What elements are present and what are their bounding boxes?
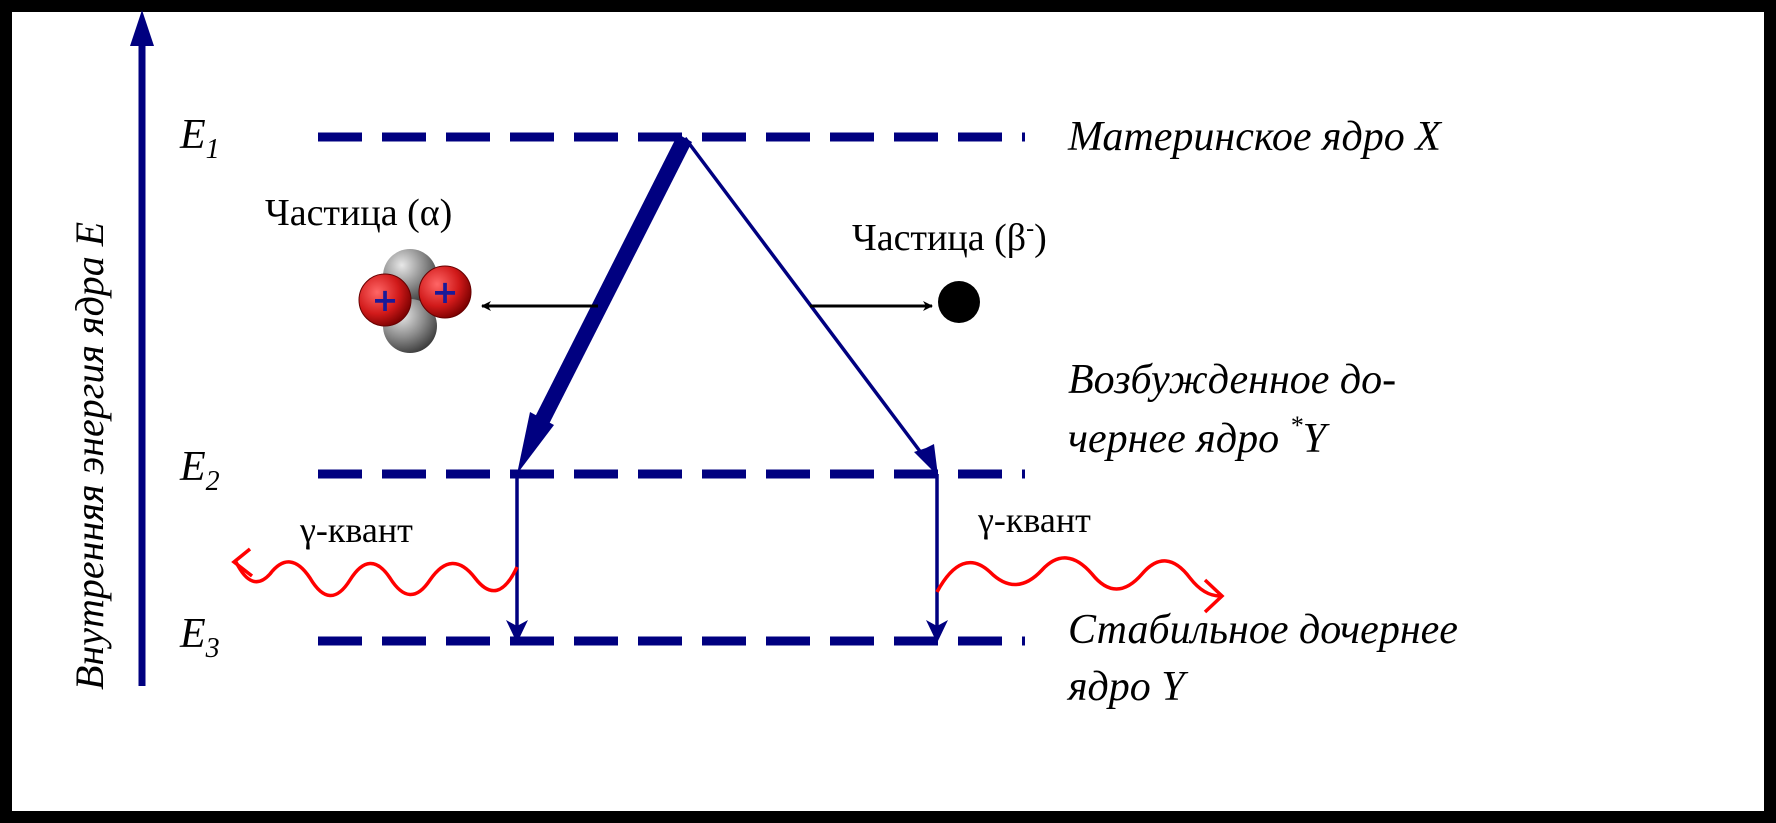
beta-particle-label: Частица (β-) bbox=[852, 216, 1047, 259]
beta-transition-arrow bbox=[683, 136, 938, 476]
level-description-e3-line2: ядро Y bbox=[1066, 664, 1189, 710]
gamma-arrowhead-left bbox=[231, 547, 254, 578]
level-description-e1: Материнское ядро X bbox=[1067, 114, 1443, 160]
alpha-particle-icon: + + bbox=[358, 249, 472, 353]
axis-label: Внутренняя энергия ядра E bbox=[67, 222, 112, 690]
alpha-particle-label: Частица (α) bbox=[265, 192, 452, 234]
gamma-label-left: γ-квант bbox=[299, 510, 413, 550]
gamma-transition-left bbox=[506, 474, 528, 643]
axis-arrowhead bbox=[130, 10, 154, 46]
alpha-transition-arrow bbox=[517, 134, 692, 474]
energy-levels bbox=[318, 132, 1025, 646]
gamma-wave-right bbox=[935, 556, 1221, 598]
level-description-e3-line1: Стабильное дочернее bbox=[1068, 607, 1458, 653]
level-symbol-e1: E1 bbox=[179, 112, 220, 165]
level-description-e2-line2: чернее ядро *Y bbox=[1068, 411, 1331, 462]
level-symbol-e2: E2 bbox=[179, 444, 220, 497]
gamma-transition-right bbox=[926, 474, 948, 643]
gamma-arrowhead-right bbox=[1203, 578, 1225, 614]
gamma-label-right: γ-квант bbox=[977, 500, 1091, 540]
proton-sign-2: + bbox=[432, 273, 459, 311]
level-description-e2-line1: Возбужденное до- bbox=[1068, 357, 1396, 403]
level-symbol-e3: E3 bbox=[179, 611, 220, 664]
beta-particle-icon bbox=[938, 281, 980, 323]
gamma-wave-left bbox=[234, 560, 519, 598]
proton-sign-1: + bbox=[372, 281, 399, 319]
energy-axis bbox=[130, 10, 154, 686]
